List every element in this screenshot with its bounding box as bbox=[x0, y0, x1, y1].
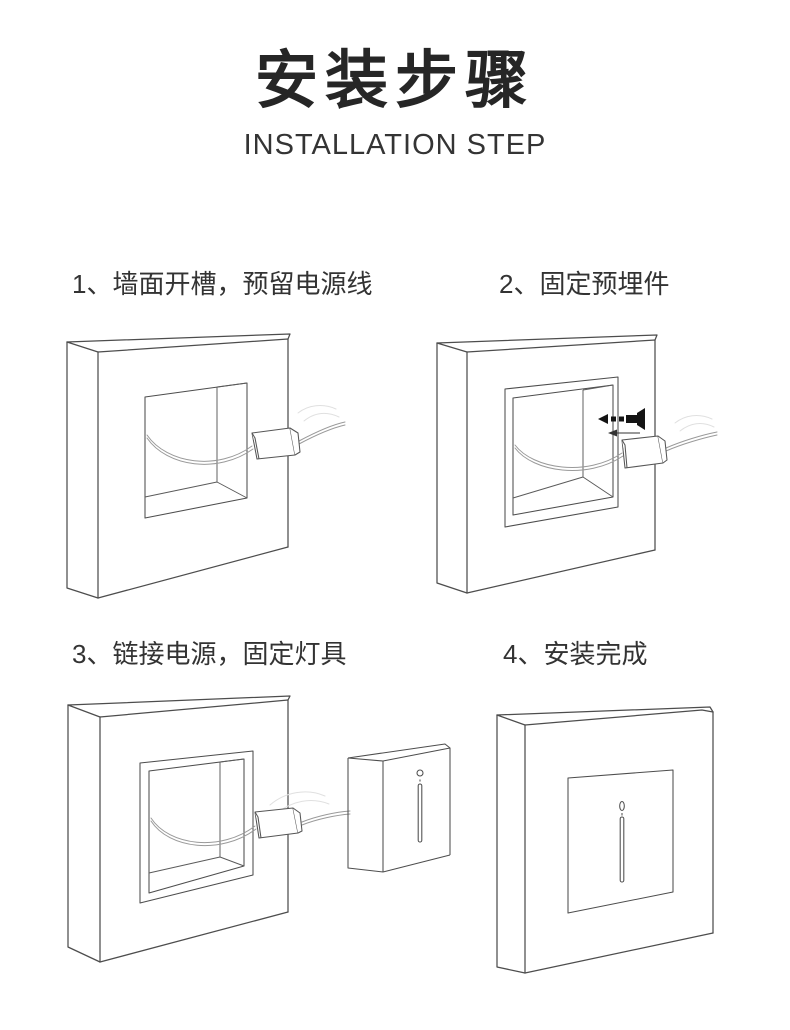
installed-lamp-drawing bbox=[496, 706, 714, 974]
watermark-scribble bbox=[297, 405, 340, 422]
power-cable bbox=[146, 421, 346, 465]
screw-icon bbox=[598, 408, 645, 430]
step-1-illustration bbox=[55, 325, 355, 615]
wall-block-outline bbox=[496, 706, 714, 974]
lamp-light-slot bbox=[619, 816, 625, 883]
step-2-label: 2、固定预埋件 bbox=[499, 269, 670, 299]
step-1-label: 1、墙面开槽，预留电源线 bbox=[72, 269, 373, 299]
lamp-sensor-dot bbox=[619, 800, 625, 812]
cable-connector-box bbox=[254, 807, 303, 839]
cable-connector-box bbox=[251, 427, 301, 460]
step-4-label: 4、安装完成 bbox=[503, 639, 648, 669]
step-3-label: 3、链接电源，固定灯具 bbox=[72, 639, 347, 669]
niche-opening bbox=[144, 382, 248, 519]
wall-groove-drawing bbox=[66, 333, 346, 599]
push-direction-arrow-icon bbox=[608, 429, 640, 437]
niche-interior-edges bbox=[144, 382, 248, 499]
power-cable bbox=[514, 431, 718, 471]
lamp-unit bbox=[347, 743, 451, 873]
step-3-illustration bbox=[55, 680, 455, 980]
step-2-illustration bbox=[425, 325, 725, 615]
embedded-frame bbox=[139, 750, 254, 904]
wall-block-outline bbox=[67, 695, 291, 963]
power-cable bbox=[150, 810, 351, 847]
cable-connector-box bbox=[621, 435, 668, 469]
page-title: 安装步骤 bbox=[255, 46, 535, 116]
connect-lamp-drawing bbox=[67, 695, 451, 963]
installed-lamp-panel bbox=[567, 769, 674, 914]
niche-interior-edges bbox=[512, 384, 614, 499]
watermark-scribble bbox=[674, 415, 715, 432]
embedded-frame-drawing bbox=[436, 334, 718, 594]
lamp-light-slot bbox=[417, 783, 423, 843]
page-subtitle: INSTALLATION STEP bbox=[243, 129, 547, 161]
step-4-illustration bbox=[470, 680, 770, 1010]
wall-block-outline bbox=[66, 333, 291, 599]
lamp-sensor-dot bbox=[416, 769, 424, 777]
wall-block-outline bbox=[436, 334, 658, 594]
niche-interior-edges bbox=[148, 758, 245, 874]
